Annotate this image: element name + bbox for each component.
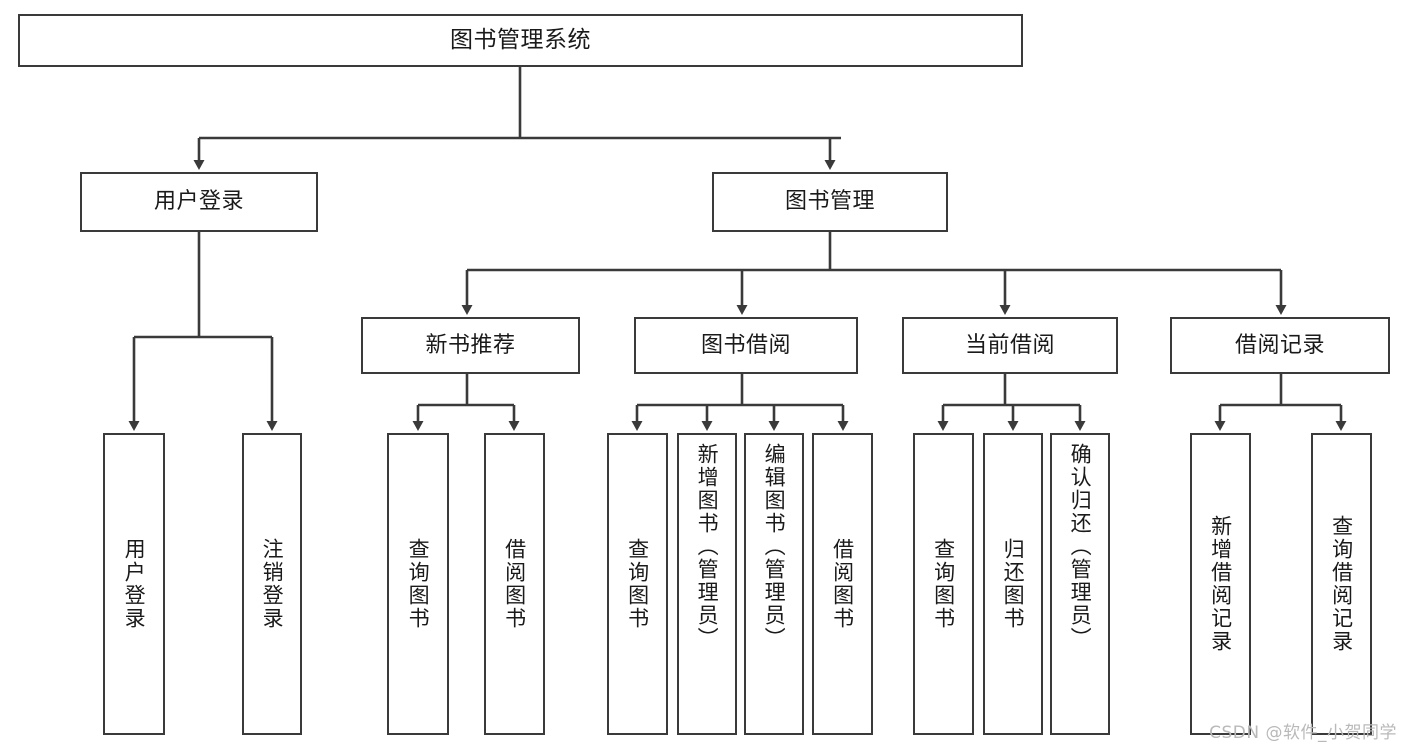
node-leaf-confirm-return[interactable]: 确认归还（管理员） [1050,433,1110,735]
node-book-borrow-label: 图书借阅 [700,332,791,358]
node-borrow-record-label: 借阅记录 [1234,332,1325,358]
node-book-borrow[interactable]: 图书借阅 [634,317,858,374]
node-book-manage[interactable]: 图书管理 [712,172,948,232]
node-leaf-query-book-1-label: 查询图书 [406,538,431,630]
node-leaf-query-book-2[interactable]: 查询图书 [607,433,668,735]
node-leaf-query-book-2-label: 查询图书 [625,538,650,630]
node-leaf-edit-book[interactable]: 编辑图书（管理员） [744,433,804,735]
node-leaf-query-record[interactable]: 查询借阅记录 [1311,433,1372,735]
node-user-login[interactable]: 用户登录 [80,172,318,232]
node-leaf-borrow-book-1-label: 借阅图书 [502,538,527,630]
node-new-book-recommend-label: 新书推荐 [425,332,516,358]
node-leaf-add-record[interactable]: 新增借阅记录 [1190,433,1251,735]
node-root-label: 图书管理系统 [450,26,591,53]
node-leaf-query-record-label: 查询借阅记录 [1329,515,1354,653]
node-new-book-recommend[interactable]: 新书推荐 [361,317,580,374]
node-root[interactable]: 图书管理系统 [18,14,1023,67]
node-leaf-user-logout-label: 注销登录 [260,538,285,630]
node-book-manage-label: 图书管理 [784,189,875,215]
node-leaf-borrow-book-2[interactable]: 借阅图书 [812,433,873,735]
node-leaf-add-book[interactable]: 新增图书（管理员） [677,433,737,735]
node-leaf-user-login-label: 用户登录 [122,538,147,630]
node-leaf-add-record-label: 新增借阅记录 [1208,515,1233,653]
node-user-login-label: 用户登录 [153,189,244,215]
node-leaf-borrow-book-1[interactable]: 借阅图书 [484,433,545,735]
node-leaf-query-book-3[interactable]: 查询图书 [913,433,974,735]
node-leaf-confirm-return-label: 确认归还（管理员） [1068,443,1093,650]
node-leaf-query-book-1[interactable]: 查询图书 [387,433,449,735]
node-leaf-return-book-label: 归还图书 [1001,538,1026,630]
node-current-borrow[interactable]: 当前借阅 [902,317,1118,374]
node-leaf-add-book-label: 新增图书（管理员） [695,443,720,650]
node-leaf-user-logout[interactable]: 注销登录 [242,433,302,735]
node-leaf-user-login[interactable]: 用户登录 [103,433,165,735]
node-leaf-edit-book-label: 编辑图书（管理员） [762,443,787,650]
node-current-borrow-label: 当前借阅 [964,332,1055,358]
node-leaf-return-book[interactable]: 归还图书 [983,433,1043,735]
node-leaf-borrow-book-2-label: 借阅图书 [830,538,855,630]
node-leaf-query-book-3-label: 查询图书 [931,538,956,630]
csdn-watermark: CSDN @软件_小贺同学 [1209,723,1397,743]
node-borrow-record[interactable]: 借阅记录 [1170,317,1390,374]
